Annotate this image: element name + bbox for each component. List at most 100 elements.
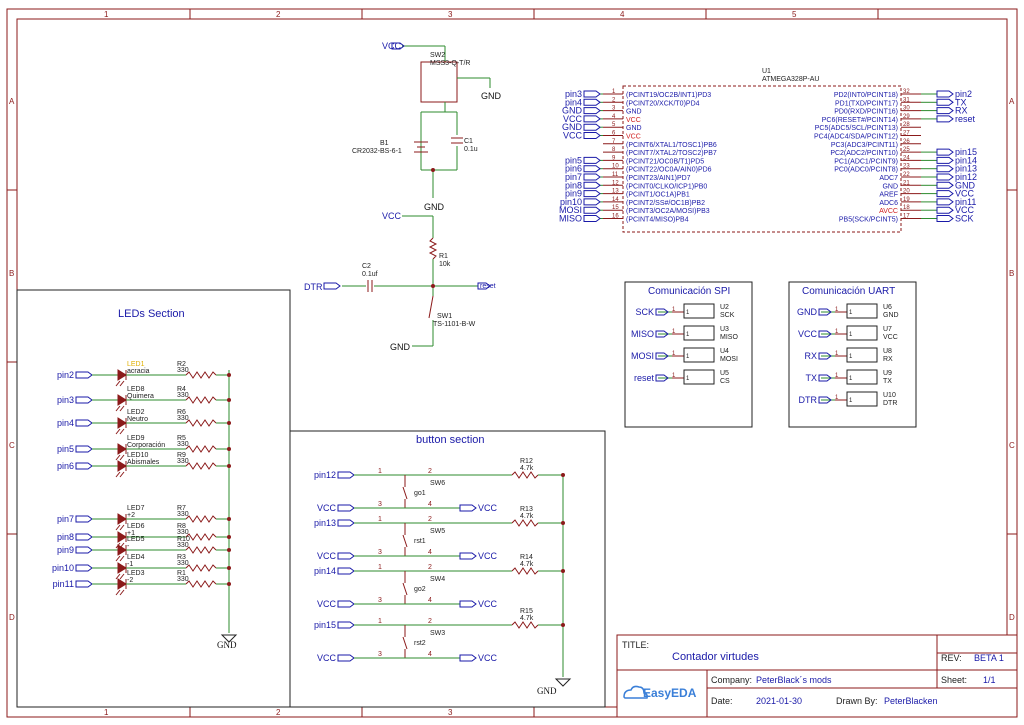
net-flag — [459, 504, 477, 512]
header-body — [846, 325, 878, 341]
net-label: GND — [562, 122, 583, 132]
junction — [561, 569, 565, 573]
junction — [227, 582, 231, 586]
led-diode — [117, 417, 127, 429]
net-flag — [818, 396, 832, 404]
pin-number: 8 — [612, 147, 616, 153]
pin-number: 1 — [686, 354, 690, 360]
row-label: D — [9, 613, 15, 622]
c1-ref: C1 — [464, 138, 473, 145]
pin-number: 26 — [903, 139, 910, 145]
res-val: 4.7k — [520, 513, 534, 520]
col-label: 3 — [448, 10, 453, 19]
pin-number: 10 — [612, 164, 619, 170]
net-flag — [818, 330, 832, 338]
net-flag — [583, 173, 601, 181]
led-name: -2 — [127, 577, 133, 584]
led-name: acracia — [127, 368, 150, 375]
net-label: pin14 — [314, 566, 336, 576]
col-label: 2 — [276, 708, 281, 717]
net-label: VCC — [563, 114, 583, 124]
led-ref: LED8 — [127, 386, 145, 393]
net-label: VCC — [798, 329, 818, 339]
led-ref: LED10 — [127, 452, 149, 459]
pin-number: 7 — [612, 139, 616, 145]
net-flag — [936, 156, 954, 164]
pin-number: 4 — [428, 549, 432, 556]
net-label: VCC — [478, 599, 498, 609]
net-label: pin7 — [57, 514, 74, 524]
pin-name: (PCINT4/MISO)PB4 — [626, 217, 689, 224]
pin-name: VCC — [626, 117, 641, 124]
net-flag — [459, 552, 477, 560]
pin-number: 1 — [672, 329, 676, 335]
net-flag — [337, 621, 355, 629]
net-label: pin7 — [565, 172, 582, 182]
res-ref: R9 — [177, 452, 186, 459]
net-flag — [655, 330, 669, 338]
header-body — [683, 347, 715, 363]
led-diode — [117, 531, 127, 543]
net-label: VCC — [563, 131, 583, 141]
net-label: VCC — [317, 599, 337, 609]
pin-number: 2 — [428, 618, 432, 625]
col-label: 3 — [448, 708, 453, 717]
power-labels: SW2 MSS3-Q-T/R B1 CR2032-BS-6-1 C1 0.1u — [352, 52, 478, 155]
row-label: C — [9, 441, 15, 450]
header-body — [683, 325, 715, 341]
pin-number: 2 — [428, 468, 432, 475]
res-val: 4.7k — [520, 561, 534, 568]
switch-name: go2 — [414, 586, 426, 593]
net-label: pin9 — [565, 189, 582, 199]
header-body — [846, 369, 878, 385]
led-ray — [119, 471, 125, 478]
pin-number: 2 — [428, 516, 432, 523]
pin-number: 15 — [612, 205, 619, 211]
header-label: GND — [883, 312, 899, 319]
res-ref: R6 — [177, 409, 186, 416]
pin-number: 1 — [849, 332, 853, 338]
pin-number: 16 — [612, 214, 619, 220]
net-label: pin10 — [52, 563, 74, 573]
pin-number: 18 — [903, 205, 910, 211]
net-flag — [337, 567, 355, 575]
net-flag — [75, 396, 93, 404]
res-val: 330 — [177, 529, 189, 536]
title-value: Contador virtudes — [672, 651, 759, 663]
net-label: GND — [797, 307, 818, 317]
header-label: RX — [883, 356, 893, 363]
header-body — [683, 369, 715, 385]
net-flag — [337, 519, 355, 527]
switch-arm — [402, 534, 408, 548]
net-flag — [583, 190, 601, 198]
net-flag — [583, 90, 601, 98]
pin-name: (PCINT3/OC2A/MOSI)PB3 — [626, 208, 710, 215]
pin-name: PC4(ADC4/SDA/PCINT12) — [814, 134, 898, 141]
pin-number: 1 — [835, 329, 839, 335]
led-ray — [115, 454, 121, 461]
led-ref: LED2 — [127, 409, 145, 416]
pin-number: 14 — [612, 197, 619, 203]
res-val: 330 — [177, 392, 189, 399]
pin-number: 27 — [903, 131, 910, 137]
easyeda-logo: EasyEDA — [623, 685, 697, 700]
buttons-title: button section — [416, 434, 485, 446]
net-flag — [337, 600, 355, 608]
net-flag — [337, 552, 355, 560]
net-flag — [936, 181, 954, 189]
net-label: pin3 — [565, 89, 582, 99]
led-name: Quimera — [127, 393, 154, 400]
net-label: MISO — [559, 214, 582, 224]
switch-arm — [402, 486, 408, 500]
pin-number: 1 — [849, 398, 853, 404]
net-label: pin15 — [955, 147, 977, 157]
c2-ref: C2 — [362, 263, 371, 270]
row-label: A — [1009, 97, 1015, 106]
res-ref: R2 — [177, 361, 186, 368]
led-ray — [119, 555, 125, 562]
led-ray — [119, 454, 125, 461]
led-name: Abismales — [127, 459, 160, 466]
pin-name: (PCINT7/XTAL2/TOSC2)PB7 — [626, 150, 717, 157]
res-val: 330 — [177, 560, 189, 567]
